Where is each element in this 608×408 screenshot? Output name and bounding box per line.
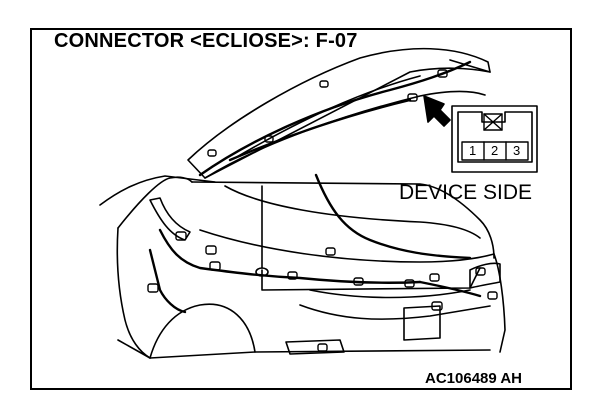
connector-face [451,105,538,173]
figure-code: AC106489 AH [425,370,522,387]
connector-title: CONNECTOR <ECLIOSE>: F-07 [52,30,360,53]
car-body [99,175,506,359]
device-side-label: DEVICE SIDE [399,181,533,204]
pin-2-label: 2 [491,143,499,158]
diagram-frame [30,28,572,390]
pin-3-label: 3 [513,143,521,158]
harness-connectors [147,69,498,352]
pin-1-label: 1 [469,143,477,158]
wiring-harness [148,60,482,314]
pointer-arrow [423,95,451,127]
